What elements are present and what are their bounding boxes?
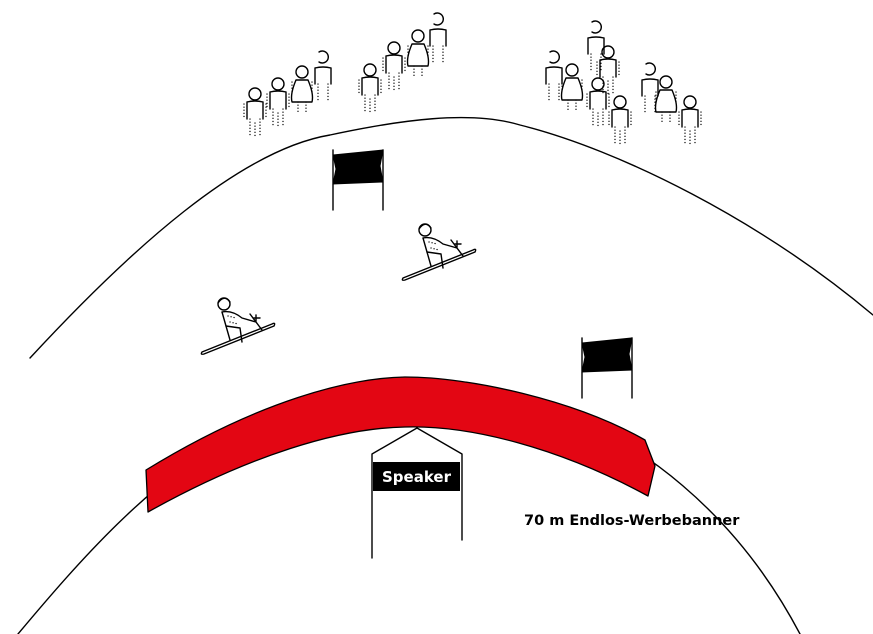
skier-icon <box>402 224 475 280</box>
race-gate-icon <box>582 338 632 398</box>
banner-caption: 70 m Endlos-Werbebanner <box>524 513 740 529</box>
person-icon <box>609 96 631 144</box>
spectator-group-left <box>244 13 446 136</box>
speaker-label: Speaker <box>382 468 452 486</box>
person-icon <box>430 13 446 62</box>
person-icon <box>587 78 609 126</box>
speaker-booth: Speaker <box>372 428 462 558</box>
ski-slope-outline <box>30 118 873 358</box>
person-icon <box>597 46 619 94</box>
race-gate-icon <box>333 150 383 210</box>
person-icon <box>267 78 289 126</box>
person-icon <box>546 51 562 100</box>
advertising-banner <box>146 377 655 512</box>
person-icon <box>588 21 604 70</box>
person-icon <box>408 30 429 78</box>
person-icon <box>383 42 405 90</box>
person-icon <box>562 64 583 112</box>
skier-icon <box>201 298 274 354</box>
person-icon <box>244 88 266 136</box>
person-icon <box>359 64 381 112</box>
person-icon <box>679 96 701 144</box>
person-icon <box>315 51 331 100</box>
person-icon <box>292 66 313 114</box>
spectator-group-right <box>546 21 701 144</box>
